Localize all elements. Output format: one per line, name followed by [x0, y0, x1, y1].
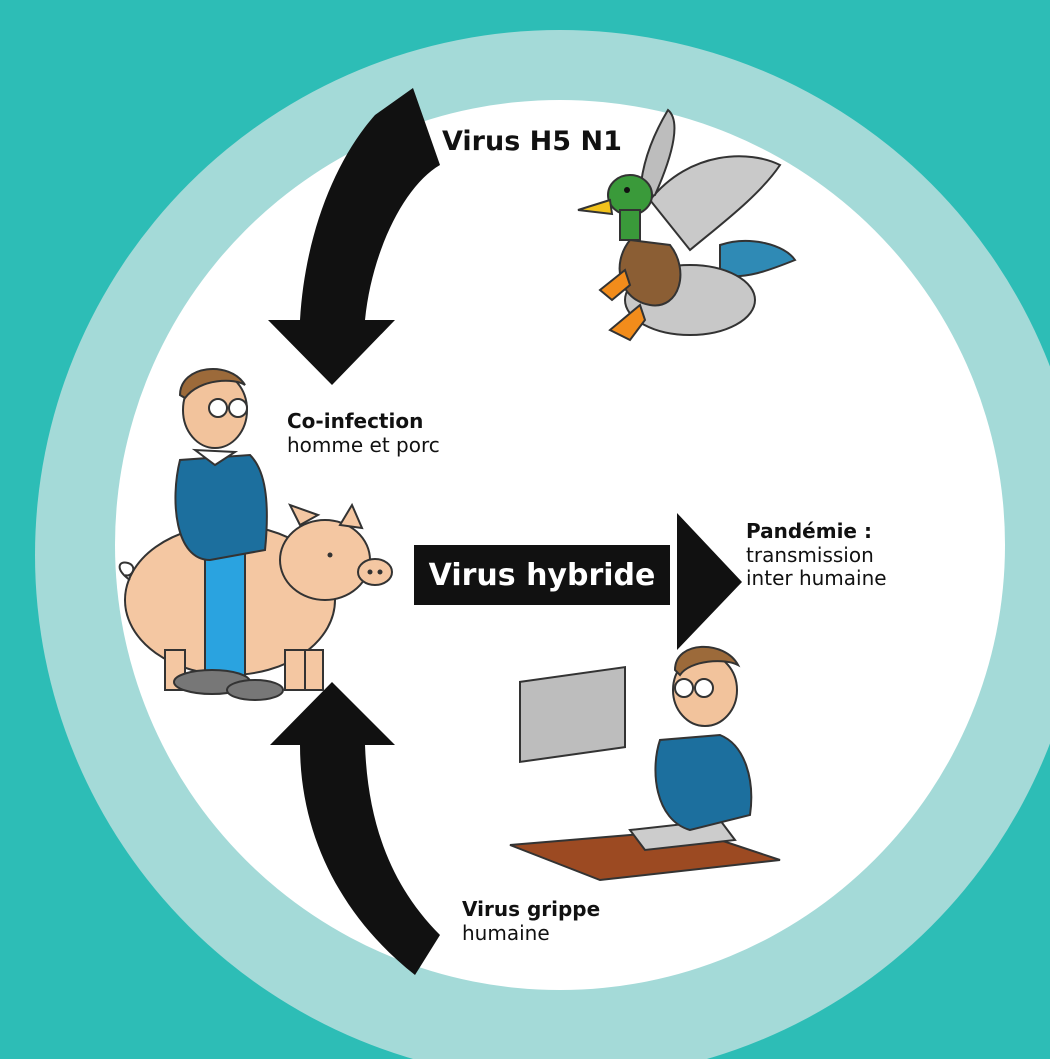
label-pandemie: Pandémie : transmission inter humaine	[746, 519, 887, 591]
coinfection-subtitle: homme et porc	[287, 432, 440, 457]
hybrid-arrow	[414, 513, 742, 650]
pandemie-line-1: transmission	[746, 542, 874, 567]
computer-user-illustration	[509, 645, 781, 882]
pandemie-title: Pandémie :	[746, 519, 872, 543]
label-virus-hybride: Virus hybride	[428, 557, 656, 593]
label-virus-grippe: Virus grippe humaine	[462, 897, 601, 945]
label-virus-h5n1: Virus H5 N1	[442, 126, 622, 157]
pandemie-line-2: inter humaine	[746, 566, 887, 591]
grippe-title: Virus grippe	[462, 897, 601, 921]
grippe-subtitle: humaine	[462, 920, 550, 945]
man-standing-illustration	[173, 368, 284, 701]
coinfection-title: Co-infection	[287, 409, 424, 433]
arrow-up-curved	[270, 682, 440, 975]
label-coinfection: Co-infection homme et porc	[287, 409, 440, 457]
arrow-down-curved	[268, 88, 440, 385]
duck-illustration	[577, 108, 797, 342]
